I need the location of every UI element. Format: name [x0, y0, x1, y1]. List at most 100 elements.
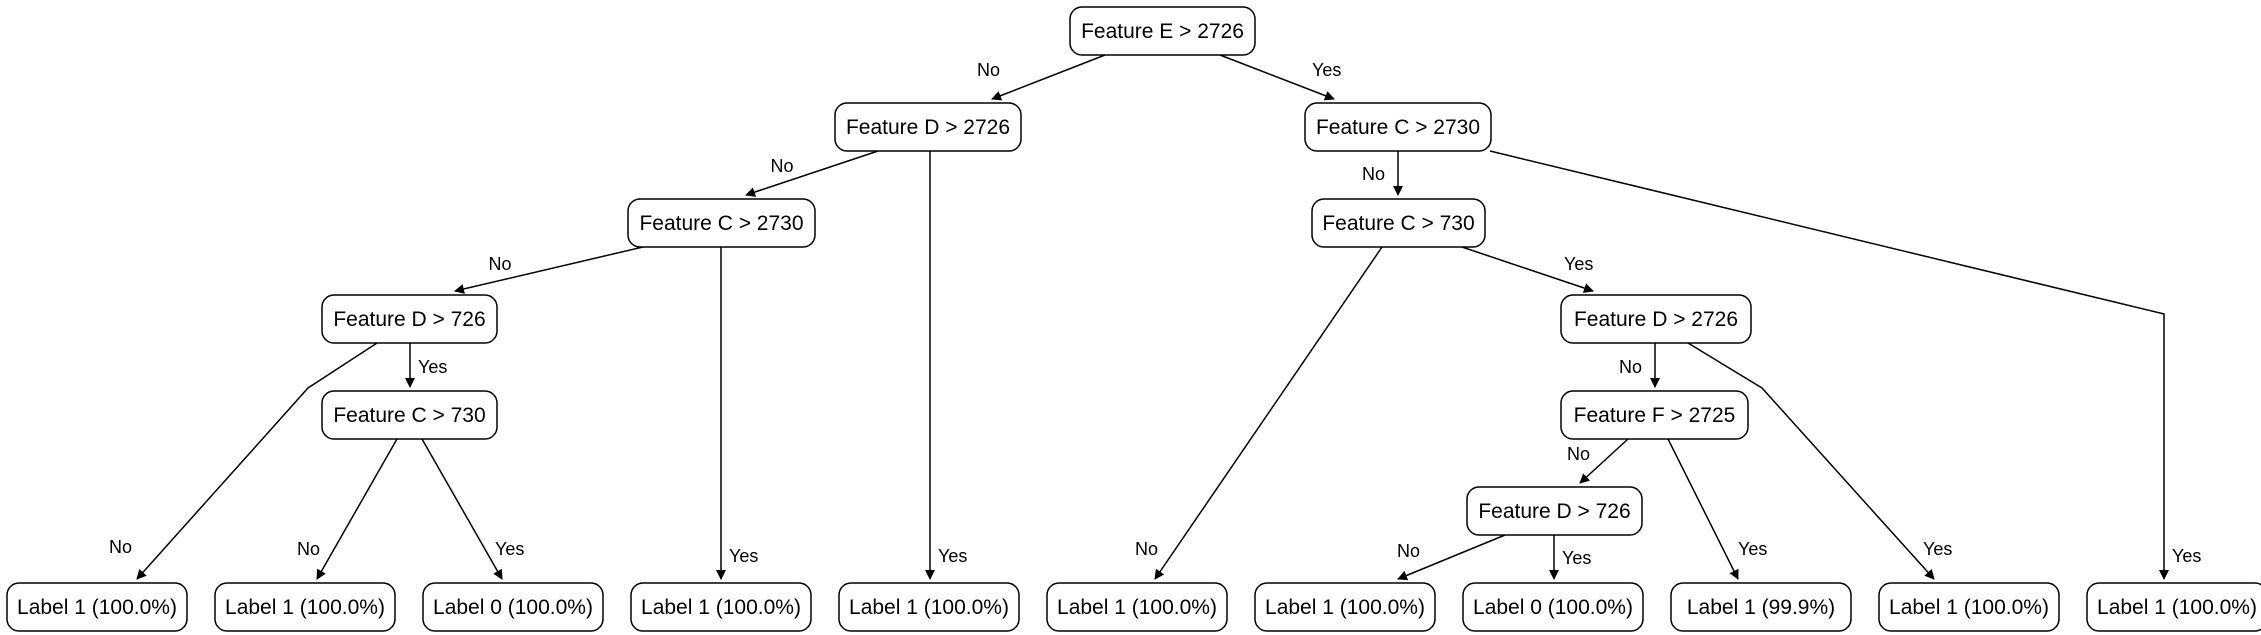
leaf-node-l9: Label 1 (99.9%)	[1670, 582, 1852, 632]
node-box	[422, 582, 604, 632]
leaf-node-l8: Label 0 (100.0%)	[1462, 582, 1644, 632]
leaf-node-l3: Label 0 (100.0%)	[422, 582, 604, 632]
edge-label: No	[1362, 164, 1385, 184]
edge-n4-n6: No	[454, 246, 644, 294]
node-label: Label 1 (99.9%)	[1687, 596, 1835, 619]
edge-label: Yes	[1738, 539, 1767, 559]
edge-label: No	[1135, 539, 1158, 559]
node-label: Label 1 (100.0%)	[849, 596, 1009, 619]
leaf-node-l11: Label 1 (100.0%)	[2086, 582, 2261, 632]
edge-line	[136, 342, 378, 580]
decision-node-n6: Feature D > 726	[321, 294, 498, 344]
edge-line	[1579, 438, 1629, 484]
edge-n7-l10: Yes	[1687, 342, 1952, 580]
edge-n8-l3: Yes	[421, 438, 524, 580]
node-box	[1254, 582, 1436, 632]
node-label: Label 1 (100.0%)	[2097, 596, 2257, 619]
node-label: Feature C > 730	[333, 404, 485, 427]
leaf-node-l2: Label 1 (100.0%)	[214, 582, 396, 632]
edge-label: Yes	[729, 546, 758, 566]
node-label: Feature D > 726	[333, 308, 485, 331]
node-label: Label 1 (100.0%)	[1057, 596, 1217, 619]
edge-line	[745, 150, 879, 197]
node-box	[1466, 486, 1643, 536]
node-label: Feature C > 2730	[639, 212, 803, 235]
node-label: Label 1 (100.0%)	[225, 596, 385, 619]
edge-n1-n2: No	[977, 54, 1106, 101]
edge-line	[1219, 54, 1335, 101]
edge-label: Yes	[1562, 548, 1591, 568]
node-box	[214, 582, 396, 632]
node-box	[838, 582, 1020, 632]
node-box	[834, 102, 1022, 152]
decision-node-n10: Feature D > 726	[1466, 486, 1643, 536]
node-label: Label 0 (100.0%)	[1473, 596, 1633, 619]
edge-n2-l5: Yes	[925, 151, 967, 580]
node-label: Feature C > 2730	[1316, 116, 1480, 139]
edge-n9-n10: No	[1567, 438, 1629, 484]
edge-label: Yes	[1564, 254, 1593, 274]
edge-label: No	[770, 156, 793, 176]
edge-label: No	[1619, 357, 1642, 377]
edge-line	[316, 438, 398, 580]
edge-label: Yes	[938, 546, 967, 566]
edge-n9-l9: Yes	[1667, 438, 1767, 580]
node-label: Label 1 (100.0%)	[641, 596, 801, 619]
node-label: Label 1 (100.0%)	[1265, 596, 1425, 619]
decision-node-n3: Feature C > 2730	[1304, 102, 1492, 152]
node-label: Label 1 (100.0%)	[17, 596, 177, 619]
leaf-node-l6: Label 1 (100.0%)	[1046, 582, 1228, 632]
leaf-node-l1: Label 1 (100.0%)	[6, 582, 188, 632]
decision-node-n1: Feature E > 2726	[1069, 6, 1256, 56]
node-box	[1311, 198, 1486, 248]
edge-n8-l2: No	[297, 438, 398, 580]
edge-n3-l11: Yes	[1489, 150, 2201, 580]
node-box	[627, 198, 816, 248]
edge-label: No	[977, 60, 1000, 80]
edge-n5-n7: Yes	[1461, 246, 1594, 293]
edge-line	[1667, 438, 1739, 580]
edge-n3-n5: No	[1362, 151, 1403, 196]
node-box	[1560, 390, 1749, 440]
edge-n4-l4: Yes	[716, 247, 758, 580]
node-box	[1878, 582, 2060, 632]
decision-node-n5: Feature C > 730	[1311, 198, 1486, 248]
node-box	[321, 390, 498, 440]
edge-line	[1687, 342, 1935, 580]
edge-label: Yes	[1923, 539, 1952, 559]
edge-line	[454, 246, 644, 294]
edge-line	[421, 438, 503, 580]
node-label: Feature D > 2726	[1574, 308, 1738, 331]
node-label: Feature F > 2725	[1574, 404, 1736, 427]
edge-n10-l8: Yes	[1549, 535, 1591, 580]
node-box	[6, 582, 188, 632]
edge-label: No	[109, 537, 132, 557]
node-box	[321, 294, 498, 344]
edge-n10-l7: No	[1397, 534, 1506, 581]
edge-label: No	[297, 539, 320, 559]
leaf-node-l7: Label 1 (100.0%)	[1254, 582, 1436, 632]
edge-line	[991, 54, 1106, 101]
edge-line	[1461, 246, 1594, 293]
node-box	[630, 582, 812, 632]
node-label: Feature C > 730	[1322, 212, 1474, 235]
node-box	[1670, 582, 1852, 632]
edge-n6-n8: Yes	[405, 343, 447, 388]
edge-n6-l1: No	[109, 342, 378, 580]
edge-label: Yes	[2172, 546, 2201, 566]
decision-node-n8: Feature C > 730	[321, 390, 498, 440]
edge-label: Yes	[1312, 60, 1341, 80]
edge-n1-n3: Yes	[1219, 54, 1341, 101]
decision-node-n4: Feature C > 2730	[627, 198, 816, 248]
node-label: Feature E > 2726	[1081, 20, 1244, 43]
node-label: Label 0 (100.0%)	[433, 596, 593, 619]
decision-node-n7: Feature D > 2726	[1560, 294, 1752, 344]
node-box	[1304, 102, 1492, 152]
edge-label: No	[1567, 444, 1590, 464]
edge-line	[1397, 534, 1506, 581]
node-box	[1069, 6, 1256, 56]
edge-label: Yes	[418, 357, 447, 377]
